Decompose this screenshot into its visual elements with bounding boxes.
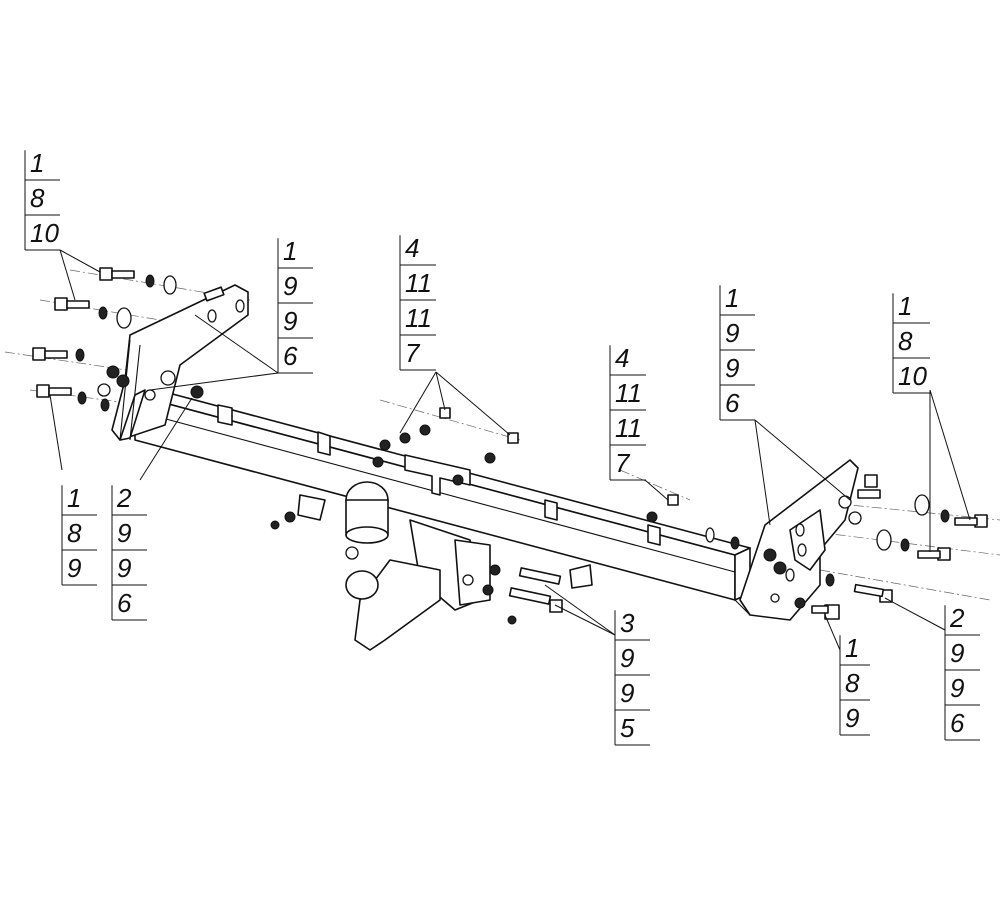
callout-number: 11: [615, 378, 642, 408]
callout-bottom-left-b: 2 9 9 6: [111, 483, 147, 621]
right-mounting-plate: [734, 459, 859, 621]
callout-bottom-center: 3 9 9 5: [614, 608, 650, 746]
callout-number: 9: [67, 553, 81, 583]
callout-bottom-right-b: 2 9 9 6: [944, 603, 980, 741]
callout-number: 6: [117, 588, 132, 618]
callout-number: 2: [949, 603, 965, 633]
callout-number: 9: [620, 643, 634, 673]
callout-number: 11: [405, 303, 432, 333]
callout-bottom-right-a: 1 8 9: [839, 633, 870, 736]
callout-number: 8: [898, 326, 913, 356]
callout-number: 9: [845, 703, 859, 733]
callout-number: 1: [67, 483, 81, 513]
callout-number: 1: [845, 633, 859, 663]
callout-number: 11: [405, 268, 432, 298]
callout-number: 9: [283, 271, 297, 301]
callout-number: 3: [620, 608, 635, 638]
callout-number: 9: [117, 553, 131, 583]
callout-number: 9: [950, 638, 964, 668]
callout-number: 9: [620, 678, 634, 708]
callout-number: 9: [117, 518, 131, 548]
leader-lines: [49, 249, 971, 651]
callout-number: 10: [30, 218, 59, 248]
callout-number: 7: [615, 448, 631, 478]
callout-number: 1: [898, 291, 912, 321]
washers-and-nuts: [75, 274, 950, 625]
callout-number: 6: [283, 341, 298, 371]
callout-number: 8: [30, 183, 45, 213]
callout-number: 7: [405, 338, 421, 368]
callout-number: 9: [725, 353, 739, 383]
callout-number: 4: [405, 233, 419, 263]
callout-number: 9: [725, 318, 739, 348]
callout-number: 8: [67, 518, 82, 548]
callout-number: 9: [283, 306, 297, 336]
callout-number: 1: [725, 283, 739, 313]
callout-number: 1: [283, 236, 297, 266]
bolts: [32, 267, 988, 620]
callout-number: 6: [725, 388, 740, 418]
callout-number: 11: [615, 413, 642, 443]
callout-number: 8: [845, 668, 860, 698]
callout-number: 2: [116, 483, 132, 513]
callout-number: 4: [615, 343, 629, 373]
callout-center-top: 4 11 11 7: [399, 233, 436, 371]
callout-number: 1: [30, 148, 44, 178]
center-brackets: [217, 404, 661, 589]
callout-bottom-left-a: 1 8 9: [61, 483, 97, 586]
left-mounting-plate: [111, 284, 249, 441]
callout-center-mid: 4 11 11 7: [609, 343, 646, 481]
callout-number: 10: [898, 361, 927, 391]
callout-number: 9: [950, 673, 964, 703]
callout-number: 6: [950, 708, 965, 738]
tow-hitch: [345, 481, 491, 651]
callout-number: 5: [620, 713, 635, 743]
